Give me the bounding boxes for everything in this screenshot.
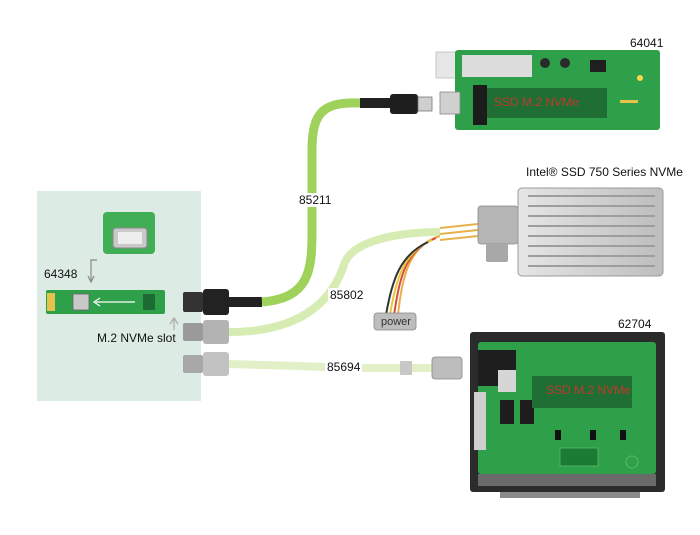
slot-pointer-arrow	[169, 316, 179, 330]
product-62704-label: 62704	[618, 317, 652, 331]
board-62704	[470, 332, 665, 498]
m2-slot-label: M.2 NVMe slot	[97, 331, 176, 345]
cable-85802-label: 85802	[328, 288, 366, 302]
product-64348-label: 64348	[44, 267, 78, 281]
product-64041-label: 64041	[630, 36, 664, 50]
cable-85694-label: 85694	[325, 360, 363, 374]
ssd-m2-label-top: SSD M.2 NVMe	[494, 95, 579, 109]
adapter-connector-2	[183, 320, 229, 344]
power-connector-label: power	[381, 316, 411, 328]
m2-adapter-card	[46, 290, 165, 314]
cable-85211-label: 85211	[297, 193, 334, 207]
ssd-m2-label-bottom: SSD M.2 NVMe	[546, 383, 631, 397]
intel-ssd-750	[517, 187, 664, 277]
adapter-connector-1	[183, 289, 229, 315]
adapter-connector-3	[183, 352, 229, 376]
connector-zoom-illustration	[87, 212, 155, 284]
cable-85211	[229, 94, 433, 307]
intel-ssd-label: Intel® SSD 750 Series NVMe	[526, 165, 683, 179]
board-64041	[435, 50, 660, 130]
cable-85802	[228, 205, 528, 336]
